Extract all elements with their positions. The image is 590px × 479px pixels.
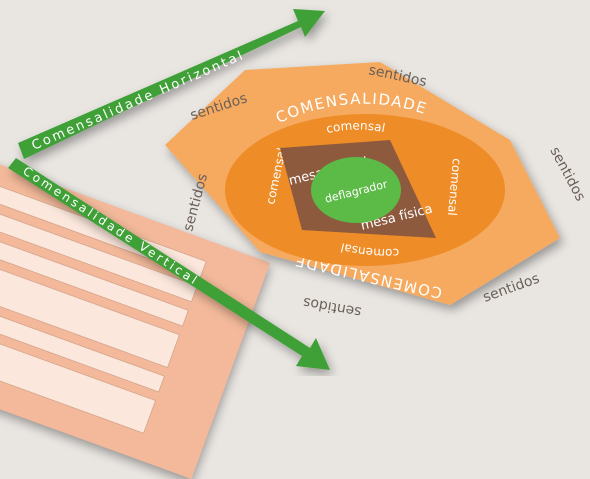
ring-label-right: comensal xyxy=(445,158,464,217)
deflagrador-circle xyxy=(311,157,401,223)
sentidos-label-right: sentidos xyxy=(546,144,588,204)
diagram-canvas: Comensalidade Horizontal Comensalidade V… xyxy=(0,9,588,479)
ring-label-top: comensal xyxy=(325,119,386,136)
vertical-arrow-label: Comensalidade Vertical xyxy=(20,164,202,289)
vertical-arrow-shape xyxy=(8,158,330,370)
comensalidade-diagram: Comensalidade Horizontal Comensalidade V… xyxy=(8,9,588,370)
sentidos-label-left: sentidos xyxy=(180,172,211,233)
sentidos-label-bottom: sentidos xyxy=(302,294,363,320)
horizontal-arrow-shape xyxy=(18,9,325,159)
